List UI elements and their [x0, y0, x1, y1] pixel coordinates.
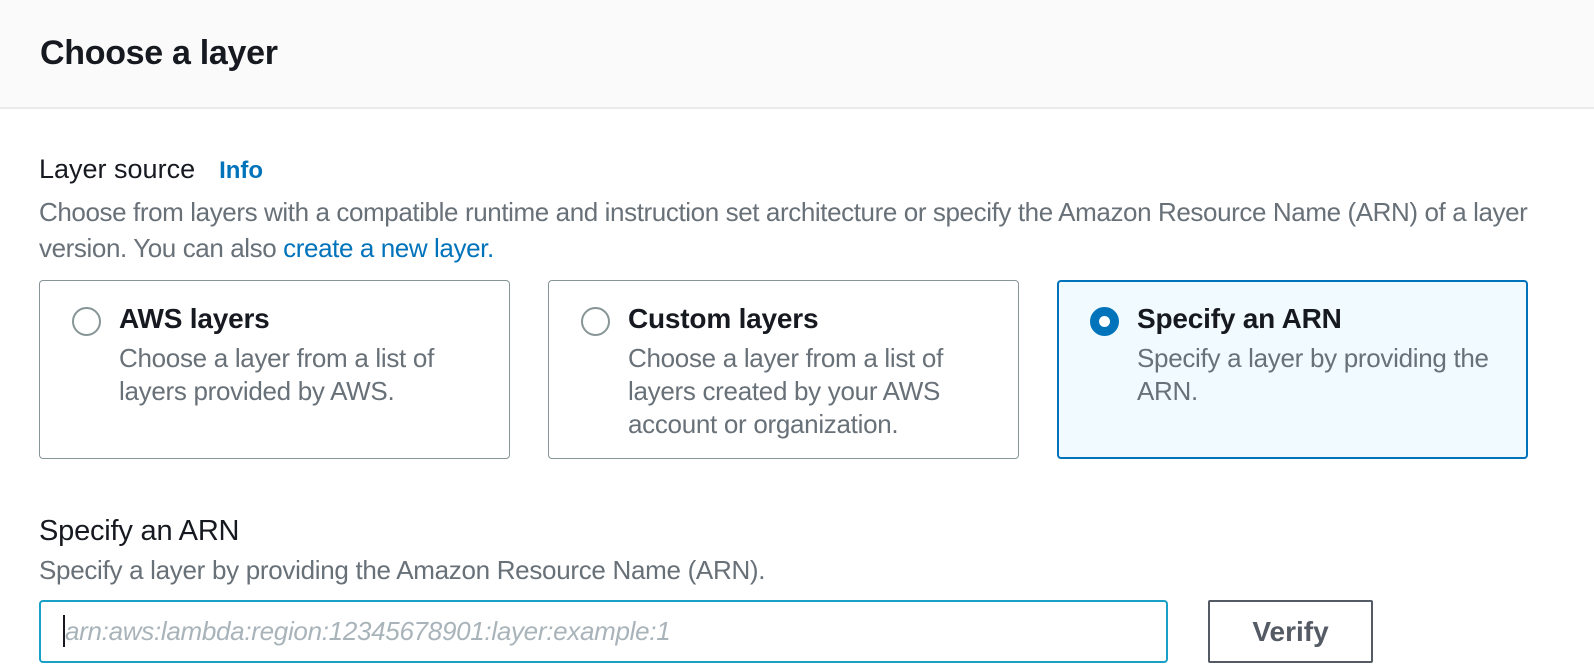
card-specify-arn[interactable]: Specify an ARN Specify a layer by provid… — [1057, 280, 1528, 459]
arn-input[interactable] — [39, 600, 1168, 663]
card-title: Custom layers — [628, 303, 819, 334]
layer-source-description: Choose from layers with a compatible run… — [39, 194, 1530, 266]
layer-source-label: Layer source — [39, 154, 196, 184]
card-text: AWS layers Choose a layer from a list of… — [119, 301, 485, 408]
card-text: Custom layers Choose a layer from a list… — [628, 301, 994, 441]
card-description: Choose a layer from a list of layers cre… — [628, 343, 943, 439]
specify-arn-section: Specify an ARN Specify a layer by provid… — [39, 515, 1530, 663]
arn-input-row: Verify — [39, 600, 1530, 663]
layer-source-label-row: Layer source Info — [39, 154, 1530, 185]
card-description: Choose a layer from a list of layers pro… — [119, 343, 434, 406]
card-aws-layers[interactable]: AWS layers Choose a layer from a list of… — [39, 280, 510, 459]
card-description: Specify a layer by providing the ARN. — [1137, 343, 1489, 406]
specify-arn-heading: Specify an ARN — [39, 515, 240, 547]
card-title: Specify an ARN — [1137, 303, 1342, 334]
create-new-layer-link[interactable]: create a new layer. — [283, 233, 494, 263]
radio-custom-layers[interactable] — [581, 307, 610, 336]
dialog-body: Layer source Info Choose from layers wit… — [0, 154, 1594, 663]
verify-button[interactable]: Verify — [1208, 600, 1373, 663]
card-custom-layers[interactable]: Custom layers Choose a layer from a list… — [548, 280, 1019, 459]
page-title: Choose a layer — [40, 34, 278, 72]
specify-arn-description: Specify a layer by providing the Amazon … — [39, 555, 766, 585]
text-caret — [63, 615, 65, 647]
radio-aws-layers[interactable] — [72, 307, 101, 336]
dialog-header: Choose a layer — [0, 0, 1594, 109]
description-line-1: Choose from layers with a compatible run… — [39, 197, 1528, 227]
card-text: Specify an ARN Specify a layer by provid… — [1137, 301, 1503, 408]
description-line-2: version. You can also — [39, 233, 284, 263]
info-link[interactable]: Info — [219, 157, 264, 184]
layer-source-options: AWS layers Choose a layer from a list of… — [39, 280, 1530, 459]
radio-specify-arn[interactable] — [1090, 307, 1119, 336]
card-title: AWS layers — [119, 303, 270, 334]
arn-input-wrap — [39, 600, 1168, 663]
